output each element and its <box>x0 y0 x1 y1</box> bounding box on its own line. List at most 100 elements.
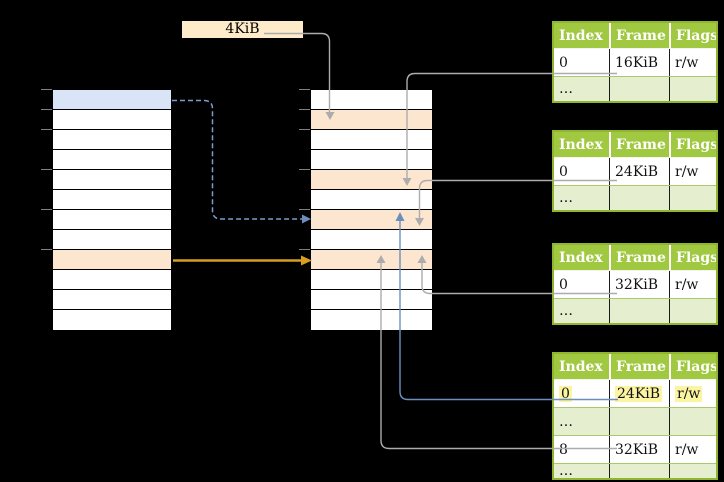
page-table-cell: … <box>559 303 573 319</box>
page-size-label: 4KiB <box>182 21 303 38</box>
page-table-cell <box>609 408 669 435</box>
page-table-cell: 32KiB <box>609 436 669 463</box>
page-table-row: … <box>554 77 716 101</box>
column-header-index: Index <box>559 358 603 375</box>
column-header-frame: Frame <box>609 132 669 157</box>
page-table-cell: 0 <box>554 380 609 407</box>
highlighted-value: 0 <box>559 385 572 402</box>
page-table-cell: 24KiB <box>609 380 669 407</box>
memory-row-blue <box>53 90 171 110</box>
column-header-flags: Flags <box>669 354 716 379</box>
address-tick-physical <box>299 249 310 250</box>
address-tick-virtual <box>41 209 52 210</box>
page-table-cell: 0 <box>559 54 568 71</box>
memory-row-white <box>311 230 432 250</box>
memory-row-white <box>311 270 432 290</box>
page-table-cell: r/w <box>669 436 716 463</box>
address-tick-virtual <box>41 129 52 130</box>
memory-row-peach <box>311 170 432 190</box>
page-table-row: … <box>554 299 716 323</box>
memory-row-white <box>53 150 171 170</box>
column-header-frame: Frame <box>609 23 669 48</box>
page-table-cell: … <box>559 190 573 206</box>
page-table-cell: r/w <box>669 49 716 76</box>
page-table-cell: r/w <box>669 158 716 185</box>
memory-row-peach <box>311 110 432 130</box>
page-table-cell <box>609 186 669 210</box>
highlighted-value: 24KiB <box>615 385 663 402</box>
virtual-memory-table <box>52 89 172 331</box>
arrow-virtual-page0-icon <box>172 99 302 220</box>
page-table-cell: 32KiB <box>609 271 669 298</box>
address-tick-virtual <box>41 109 52 110</box>
address-tick-physical <box>299 89 310 90</box>
memory-row-white <box>53 270 171 290</box>
physical-memory-table <box>310 89 433 331</box>
column-header-flags: Flags <box>669 245 716 270</box>
memory-row-white <box>53 190 171 210</box>
memory-row-peach <box>53 250 171 270</box>
address-tick-virtual <box>41 89 52 90</box>
page-table-cell: 24KiB <box>609 158 669 185</box>
memory-row-white <box>311 130 432 150</box>
column-header-index: Index <box>559 249 603 266</box>
page-table-cell <box>669 464 716 478</box>
page-table-row: … <box>554 464 716 478</box>
page-table-cell: … <box>559 81 573 97</box>
highlighted-value: r/w <box>675 385 703 402</box>
column-header-flags: Flags <box>669 132 716 157</box>
page-table-cell <box>669 408 716 435</box>
memory-row-white <box>311 90 432 110</box>
memory-row-white <box>53 230 171 250</box>
address-tick-physical <box>299 129 310 130</box>
page-table-cell: 16KiB <box>609 49 669 76</box>
address-tick-virtual <box>41 169 52 170</box>
page-table-cell: 0 <box>559 163 568 180</box>
page-table-cell: 0 <box>559 276 568 293</box>
memory-row-white <box>53 130 171 150</box>
page-table-cell: r/w <box>669 271 716 298</box>
memory-row-peach <box>311 250 432 270</box>
memory-row-white <box>53 290 171 310</box>
address-tick-physical <box>299 209 310 210</box>
page-table-row: 0 24KiB r/w <box>554 380 716 408</box>
memory-row-white <box>311 150 432 170</box>
page-table-cell <box>669 186 716 210</box>
column-header-frame: Frame <box>609 354 669 379</box>
page-table-cell <box>669 299 716 323</box>
memory-row-white <box>53 210 171 230</box>
memory-row-white <box>311 290 432 310</box>
page-table-cell: r/w <box>669 380 716 407</box>
memory-row-white <box>53 170 171 190</box>
column-header-index: Index <box>559 27 603 44</box>
address-tick-physical <box>299 169 310 170</box>
memory-row-peach <box>311 210 432 230</box>
page-table-cell <box>609 299 669 323</box>
memory-row-white <box>311 190 432 210</box>
page-table-cell: … <box>559 413 573 430</box>
page-table-cell: 8 <box>559 441 568 458</box>
column-header-index: Index <box>559 136 603 153</box>
column-header-frame: Frame <box>609 245 669 270</box>
page-table-cell <box>609 77 669 101</box>
address-tick-virtual <box>41 249 52 250</box>
page-table-cell <box>609 464 669 478</box>
column-header-flags: Flags <box>669 23 716 48</box>
address-tick-physical <box>299 109 310 110</box>
page-table-row: … <box>554 186 716 210</box>
page-table-row: … <box>554 408 716 436</box>
page-table-cell: … <box>559 464 573 478</box>
